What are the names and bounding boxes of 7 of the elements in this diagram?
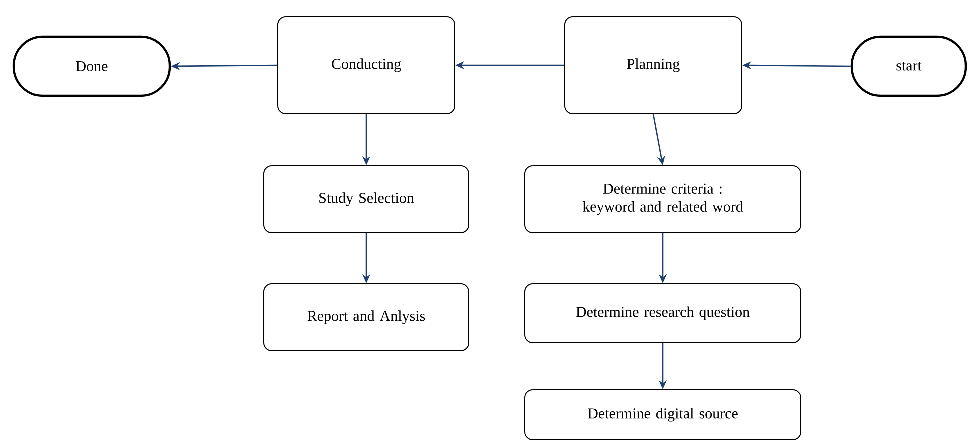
process-box: Determine criteria : keyword and related word xyxy=(524,166,802,234)
process-box: Study Selection xyxy=(264,166,470,234)
process-box: Planning xyxy=(564,16,742,114)
process-box: Determine research question xyxy=(524,284,802,344)
process-box: Conducting xyxy=(278,16,456,114)
process-box: Report and Anlysis xyxy=(264,284,470,352)
process-box: Determine digital source xyxy=(524,390,802,440)
